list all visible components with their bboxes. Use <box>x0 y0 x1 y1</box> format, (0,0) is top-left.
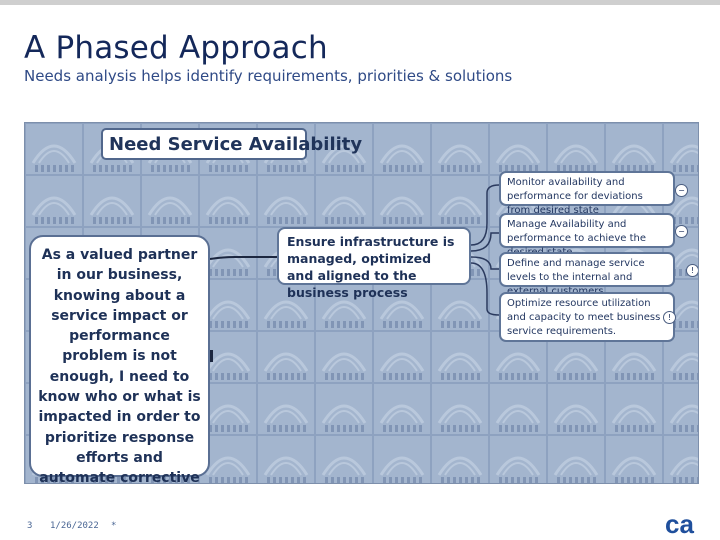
requirement-box-manage: Manage Availability and performance to a… <box>499 213 675 258</box>
footer-marker: * <box>111 521 117 531</box>
diagram-heading: Need Service Availability <box>101 128 362 160</box>
collapse-badge-icon: − <box>675 184 688 197</box>
footer-date: 1/26/2022 <box>50 521 99 531</box>
requirement-box-optimize: Optimize resource utilization and capaci… <box>499 292 675 342</box>
collapse-badge-icon: − <box>675 225 688 238</box>
top-divider <box>0 0 720 5</box>
ca-logo-icon: ca <box>665 512 694 536</box>
slide-subtitle: Needs analysis helps identify requiremen… <box>24 67 513 85</box>
alert-badge-icon: ! <box>686 264 698 277</box>
slide-title: A Phased Approach <box>24 30 328 66</box>
alert-badge-icon: ! <box>663 311 676 324</box>
page-number: 3 <box>27 521 33 531</box>
svg-text:ca: ca <box>665 512 694 536</box>
requirement-box-monitor: Monitor availability and performance for… <box>499 171 675 216</box>
goal-box: Ensure infrastructure is managed, optimi… <box>277 227 471 300</box>
requirement-box-service-levels: Define and manage service levels to the … <box>499 252 675 297</box>
customer-need-box: As a valued partner in our business, kno… <box>29 235 210 483</box>
diagram-canvas: Need Service Availability As a valued pa… <box>24 122 699 484</box>
